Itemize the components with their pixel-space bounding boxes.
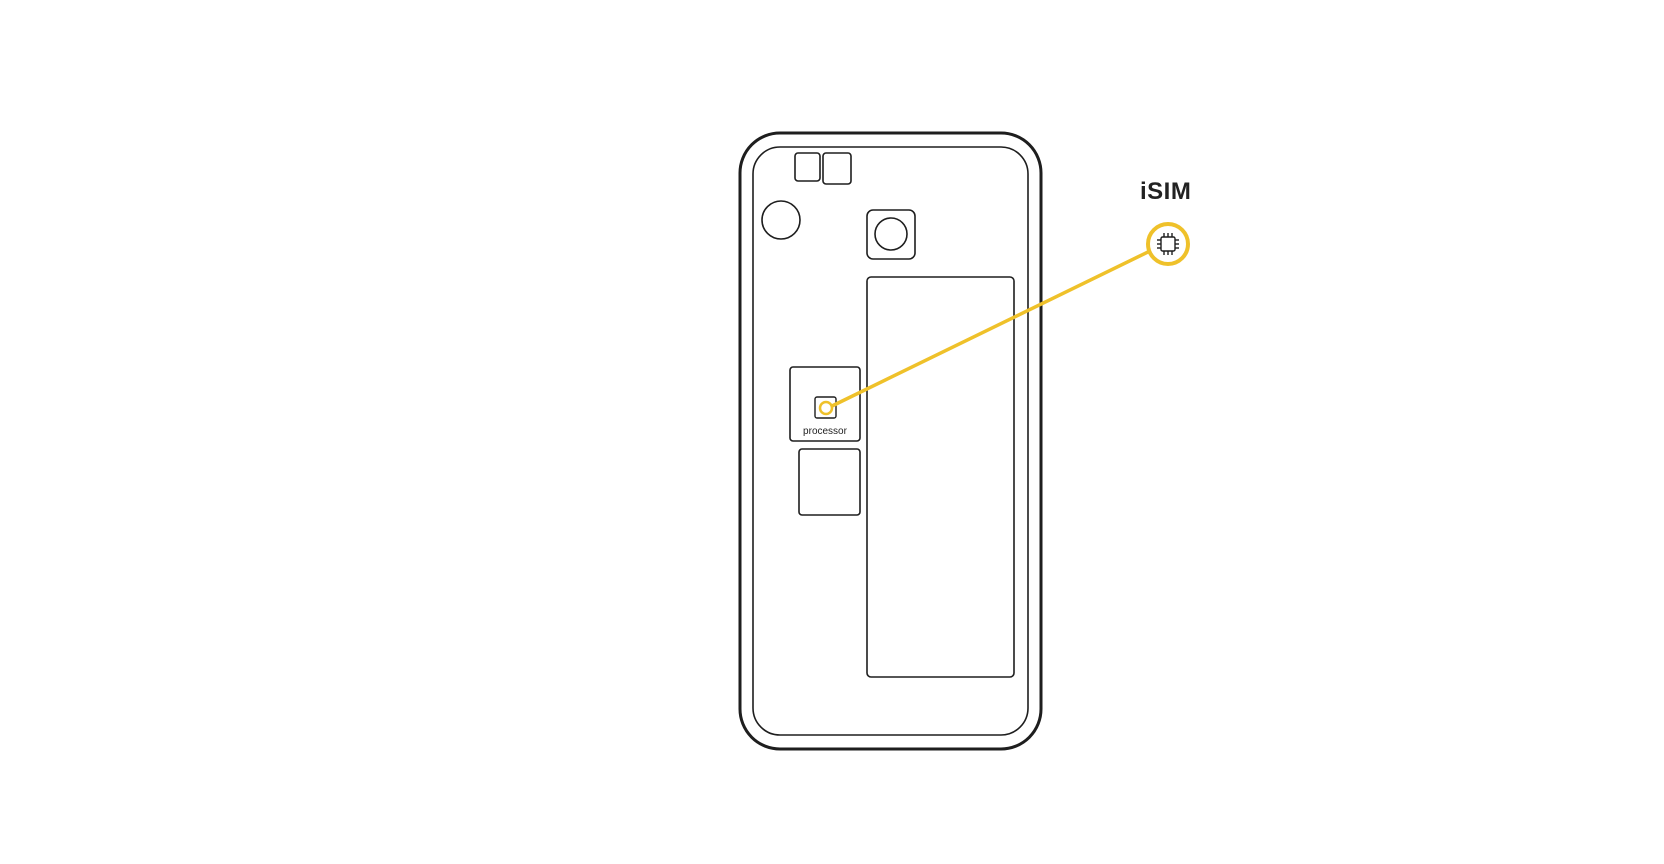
- camera-module: [866, 209, 916, 260]
- battery: [866, 276, 1015, 678]
- processor-box: [789, 366, 861, 442]
- top-sensor-right: [822, 152, 852, 185]
- isim-connector-line: [830, 248, 1154, 408]
- chip-icon: [1157, 233, 1179, 255]
- top-sensor-left: [794, 152, 821, 182]
- phone-inner-frame: [752, 146, 1029, 736]
- camera-lens: [874, 217, 908, 251]
- isim-callout-circle: [1146, 222, 1190, 266]
- processor-label: processor: [803, 426, 848, 437]
- memory-box: [798, 448, 861, 516]
- processor-chip: [814, 396, 837, 419]
- round-component: [761, 200, 801, 240]
- isim-label: iSIM: [1140, 178, 1192, 205]
- processor-isim-marker: [818, 400, 834, 416]
- phone-outer-frame: [738, 131, 1043, 751]
